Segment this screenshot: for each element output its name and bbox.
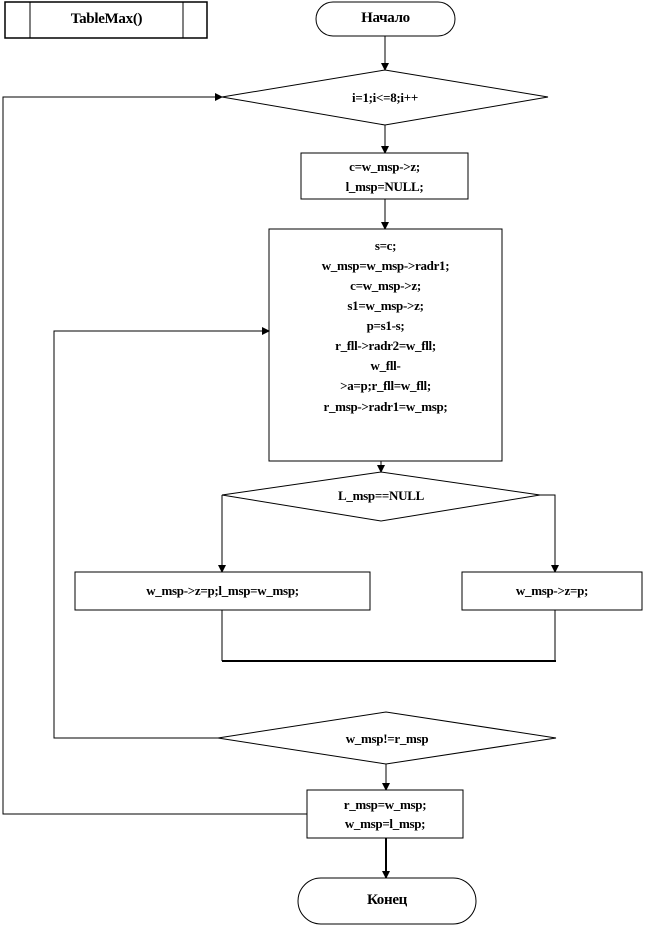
body-line-3: c=w_msp->z; — [350, 278, 421, 293]
loop-check-label: w_msp!=r_msp — [345, 731, 429, 746]
branch-left-box — [74, 571, 371, 611]
body-line-1: s=c; — [374, 238, 397, 253]
header-label: TableMax() — [70, 11, 143, 27]
body-line-6: r_fll->radr2=w_fll; — [335, 338, 436, 353]
end-terminator — [297, 877, 477, 925]
body-line-2: w_msp=w_msp->radr1; — [321, 258, 450, 273]
final-label-2: w_msp=l_msp; — [344, 816, 426, 831]
branch-left-label: w_msp->z=p;l_msp=w_msp; — [146, 583, 299, 598]
loop-for-diamond — [221, 69, 549, 126]
final-label-1: r_msp=w_msp; — [343, 797, 427, 812]
init-label-1: c=w_msp->z; — [349, 159, 420, 174]
edge-loopback-to-body — [53, 327, 270, 739]
start-label: Начало — [361, 10, 410, 26]
edge-cond-to-right — [540, 494, 559, 573]
branch-right-box — [461, 571, 643, 611]
null-check-label: L_msp==NULL — [338, 488, 424, 503]
body-line-8: >a=p;r_fll=w_fll; — [340, 378, 431, 393]
end-label: Конец — [366, 892, 408, 908]
branch-right-label: w_msp->z=p; — [515, 583, 589, 598]
body-line-4: s1=w_msp->z; — [347, 298, 424, 313]
body-line-9: r_msp->radr1=w_msp; — [323, 399, 448, 414]
init-label-2: l_msp=NULL; — [345, 179, 424, 194]
body-line-5: p=s1-s; — [366, 318, 405, 333]
edge-loopback-to-for — [2, 93, 307, 815]
loop-check-diamond — [217, 711, 557, 765]
loop-for-label: i=1;i<=8;i++ — [352, 90, 418, 105]
body-line-7: w_fll- — [370, 358, 401, 373]
header-box — [4, 1, 208, 39]
body-box — [268, 228, 503, 462]
